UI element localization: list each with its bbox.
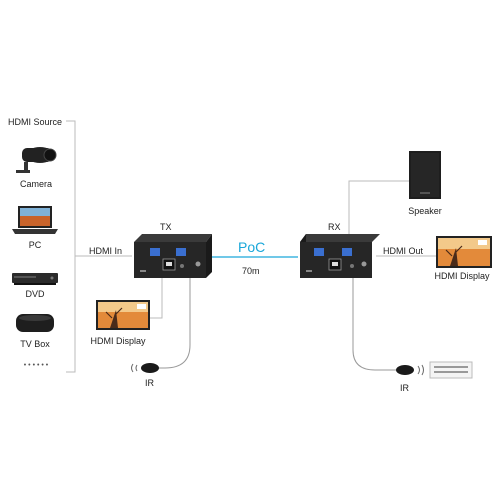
laptop-icon xyxy=(12,206,58,234)
rx-hdmi-display-icon xyxy=(436,236,492,268)
rx-ir-line xyxy=(352,278,398,371)
speaker-icon xyxy=(409,151,441,199)
tx-ir-label: IR xyxy=(145,378,154,388)
tx-device xyxy=(134,234,212,278)
dvd-player-icon xyxy=(12,273,58,285)
hdmi-out-label: HDMI Out xyxy=(383,246,424,256)
camera-icon xyxy=(16,147,57,173)
source-label-pc: PC xyxy=(28,240,42,250)
hdmi-in-label: HDMI In xyxy=(89,246,123,256)
tx-hdmi-display-icon xyxy=(96,300,150,330)
speaker-label: Speaker xyxy=(408,206,442,216)
tv-box-icon xyxy=(16,314,54,332)
source-more-ellipsis: • • • • • • xyxy=(23,362,49,369)
rx-label: RX xyxy=(328,222,341,232)
source-label-camera: Camera xyxy=(19,179,53,189)
tx-ir-receiver-icon xyxy=(131,363,159,373)
rx-ir-label: IR xyxy=(400,383,409,393)
tx-hdmi-display-label: HDMI Display xyxy=(90,336,146,346)
rx-hdmi-display-label: HDMI Display xyxy=(434,271,490,281)
tx-local-display-line xyxy=(150,278,163,319)
source-label-tv-box: TV Box xyxy=(20,339,50,349)
rx-device xyxy=(300,234,380,278)
speaker-line xyxy=(348,180,409,236)
ir-controlled-device-icon xyxy=(429,361,473,379)
tx-ir-line xyxy=(158,278,191,369)
poc-label: PoC xyxy=(238,239,266,255)
source-label-dvd: DVD xyxy=(25,289,45,299)
hdmi-source-title: HDMI Source xyxy=(8,117,63,127)
source-bracket xyxy=(66,120,76,373)
tx-label: TX xyxy=(160,222,172,232)
distance-label: 70m xyxy=(242,266,260,276)
rx-ir-emitter-icon xyxy=(396,364,424,376)
